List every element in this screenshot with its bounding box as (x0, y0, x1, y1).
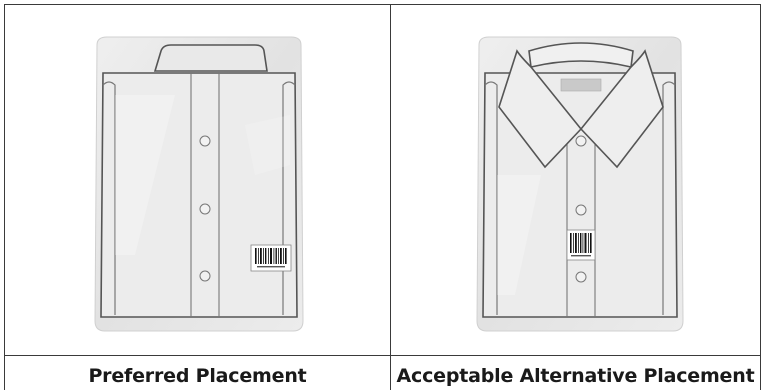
barcode-label (567, 230, 595, 260)
collar-tab (155, 45, 267, 71)
button-2 (576, 205, 586, 215)
alternative-placement-image (391, 5, 760, 355)
folded-shirt-front-illustration (391, 5, 760, 355)
preferred-placement-image (5, 5, 390, 355)
button-3 (576, 272, 586, 282)
folded-shirt-back-illustration (5, 5, 390, 355)
barcode-label (251, 245, 291, 271)
button-1 (200, 136, 210, 146)
table-divider-horizontal (4, 355, 761, 356)
preferred-placement-caption: Preferred Placement (5, 365, 390, 387)
button-3 (200, 271, 210, 281)
button-2 (200, 204, 210, 214)
button-1 (576, 136, 586, 146)
neck-label (561, 79, 601, 91)
alternative-placement-caption: Acceptable Alternative Placement (391, 365, 760, 387)
table-border-right (760, 4, 761, 390)
